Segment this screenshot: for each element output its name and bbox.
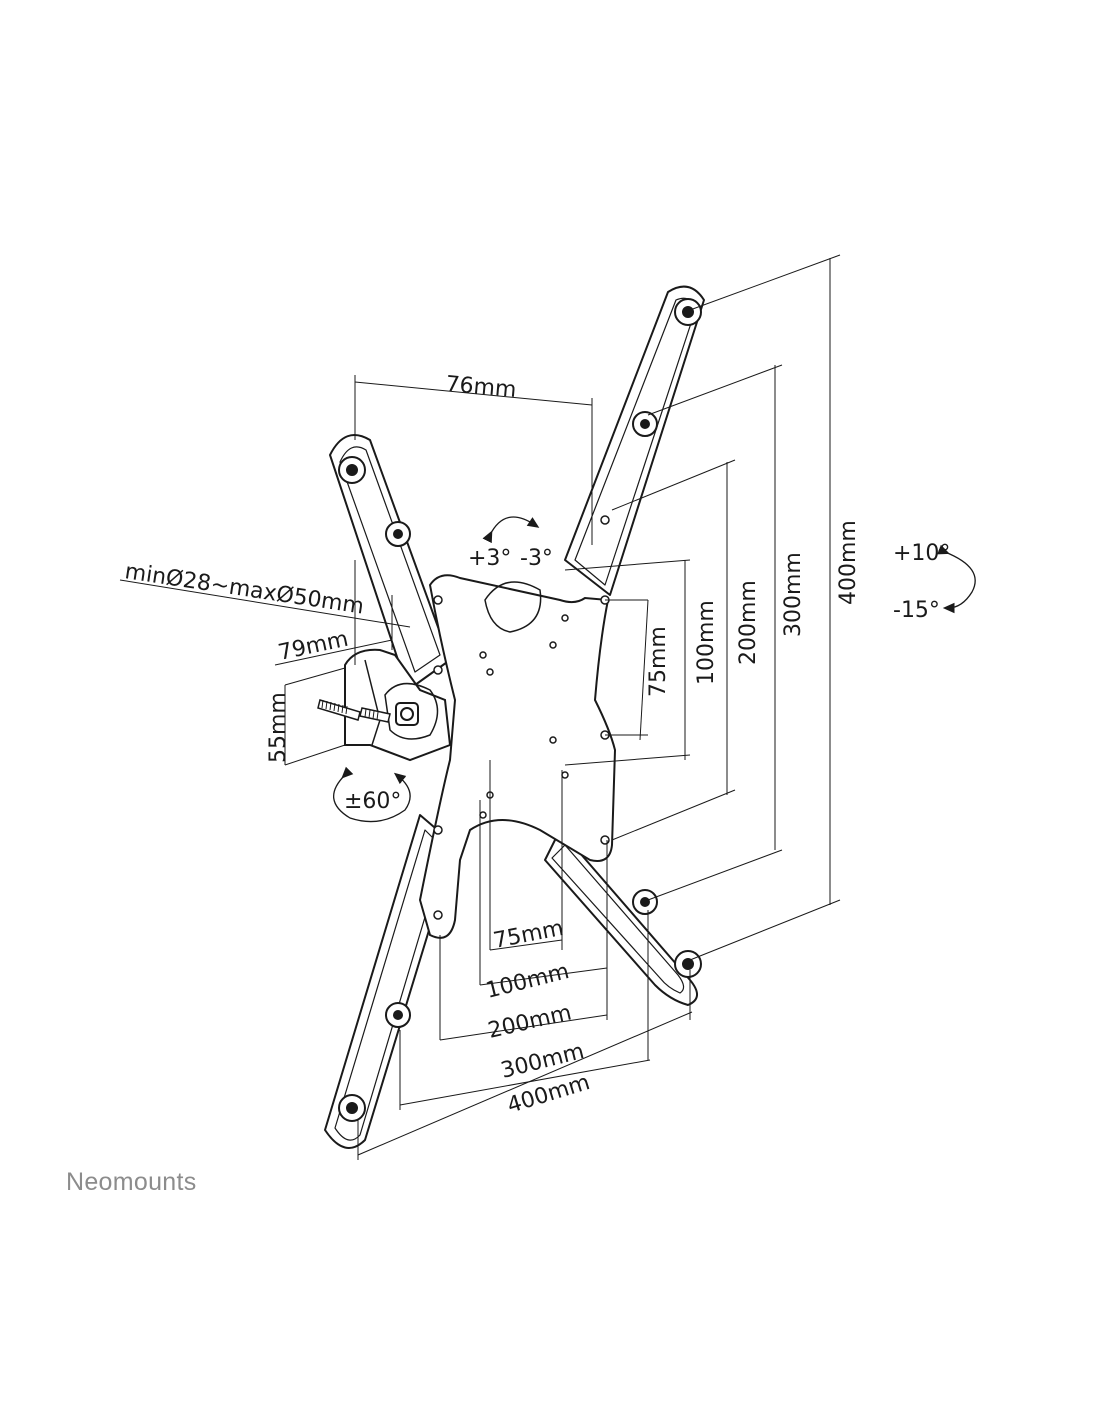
bolt-4 — [385, 521, 411, 547]
label-tilt-up: +10° — [893, 541, 950, 566]
lower-right-arm — [544, 829, 698, 1006]
bolt-8 — [338, 1094, 366, 1122]
tilt-arrow-icon — [937, 544, 976, 614]
arm-bolts — [338, 298, 702, 1122]
label-vesa-v-75: 75mm — [646, 626, 671, 697]
label-clamp-depth: 79mm — [276, 627, 351, 666]
pole-clamp — [317, 648, 452, 762]
label-vesa-h-200: 200mm — [486, 1000, 574, 1043]
label-tilt-minus-small: -3° — [520, 546, 553, 571]
bolt-3 — [338, 456, 366, 484]
bolt-7 — [385, 1002, 411, 1028]
label-clamp-height: 55mm — [266, 692, 291, 763]
label-vesa-h-75: 75mm — [491, 916, 565, 954]
center-plate — [418, 574, 617, 939]
label-vesa-v-400: 400mm — [836, 520, 861, 605]
upper-right-arm — [564, 285, 705, 596]
dimension-lines — [119, 254, 841, 1160]
swivel-arrow-icon — [333, 766, 411, 823]
tilt-small-arrow-icon — [482, 516, 540, 544]
label-vesa-v-100: 100mm — [694, 600, 719, 685]
bolt-5 — [632, 889, 658, 915]
brand-logo: Neomounts — [66, 1168, 197, 1196]
rotation-arrows — [333, 516, 976, 823]
label-pole-diameter: minØ28~maxØ50mm — [123, 559, 365, 619]
bolt-2 — [632, 411, 658, 437]
label-top-width: 76mm — [445, 372, 518, 403]
bolt-6 — [674, 950, 702, 978]
label-tilt-plus-small: +3° — [468, 546, 511, 571]
label-vesa-v-200: 200mm — [736, 580, 761, 665]
label-tilt-down: -15° — [893, 598, 940, 623]
label-vesa-h-100: 100mm — [483, 959, 571, 1004]
bolt-1 — [674, 298, 702, 326]
label-vesa-v-300: 300mm — [781, 552, 806, 637]
label-swivel: ±60° — [344, 789, 401, 814]
